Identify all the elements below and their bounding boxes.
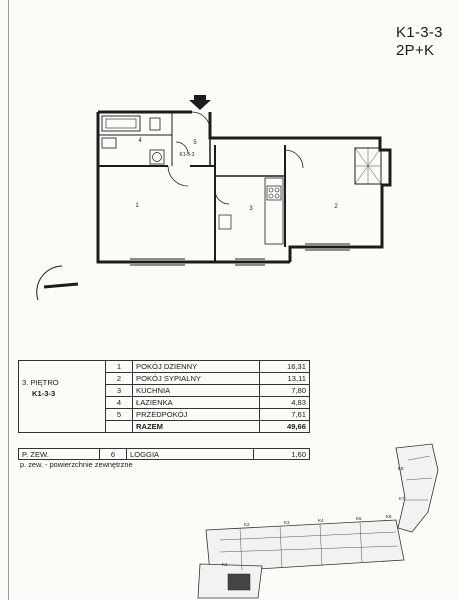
svg-text:K5: K5 (356, 516, 362, 521)
entrance-arrow-icon (189, 95, 211, 110)
unit-label: K1-3-3 (179, 152, 194, 158)
sink (218, 214, 232, 230)
outer-wall (96, 112, 290, 264)
site-wing-east (395, 443, 439, 533)
room-number-1: 1 (135, 203, 139, 209)
table-row: 4 ŁAZIENKA 4,83 (19, 396, 310, 409)
door-arc (175, 141, 189, 155)
room-area-table: 1 POKÓJ DZIENNY 16,31 2 POKÓJ SYPIALNY 1… (18, 360, 310, 433)
svg-text:K2: K2 (244, 522, 250, 527)
svg-text:K3: K3 (284, 520, 290, 525)
svg-text:K4: K4 (318, 518, 324, 523)
external-area-note: p. zew. - powierzchnie zewnętrzne (20, 460, 133, 469)
door-arc (167, 165, 189, 187)
unit-code-title: K1-3-3 (396, 24, 443, 41)
total-area: 49,66 (259, 420, 310, 433)
site-highlight (227, 573, 251, 591)
outer-wall (208, 112, 392, 262)
burner (274, 193, 280, 199)
unit-type-title: 2P+K (396, 42, 435, 59)
washer (149, 149, 165, 165)
north-needle (43, 282, 79, 289)
washer-drum (152, 152, 162, 162)
bathtub (101, 115, 141, 132)
svg-text:K7: K7 (399, 496, 405, 501)
room-number-3: 3 (249, 206, 253, 212)
floor-level-label: 3. PIĘTRO (22, 378, 59, 387)
svg-text:K1: K1 (222, 562, 228, 567)
total-label: RAZEM (132, 420, 260, 433)
north-arc (36, 265, 63, 301)
left-margin-line (8, 0, 9, 600)
svg-text:K8: K8 (398, 466, 404, 471)
burner (268, 187, 274, 193)
site-wing-main (205, 519, 405, 573)
unit-label: K1-3-3 (32, 389, 56, 398)
bathtub-inner (105, 118, 137, 129)
door-arc (284, 149, 304, 169)
hob (266, 185, 282, 201)
toilet (149, 117, 161, 131)
door-arc (191, 111, 211, 131)
burner (268, 193, 274, 199)
external-area-table: P. ZEW. 6 LOGGIA 1,60 (18, 448, 310, 460)
svg-text:K6: K6 (386, 514, 392, 519)
room-number-2: 2 (334, 204, 338, 210)
room-number-4: 4 (138, 138, 142, 144)
table-row: 1 POKÓJ DZIENNY 16,31 (18, 360, 310, 433)
counter (264, 177, 284, 245)
burner (274, 187, 280, 193)
room-number-5: 5 (193, 140, 197, 146)
washbasin (101, 137, 117, 149)
table-row: P. ZEW. 6 LOGGIA 1,60 (18, 448, 310, 460)
table-row-total: RAZEM 49,66 (19, 420, 310, 433)
door-arc (214, 189, 230, 205)
